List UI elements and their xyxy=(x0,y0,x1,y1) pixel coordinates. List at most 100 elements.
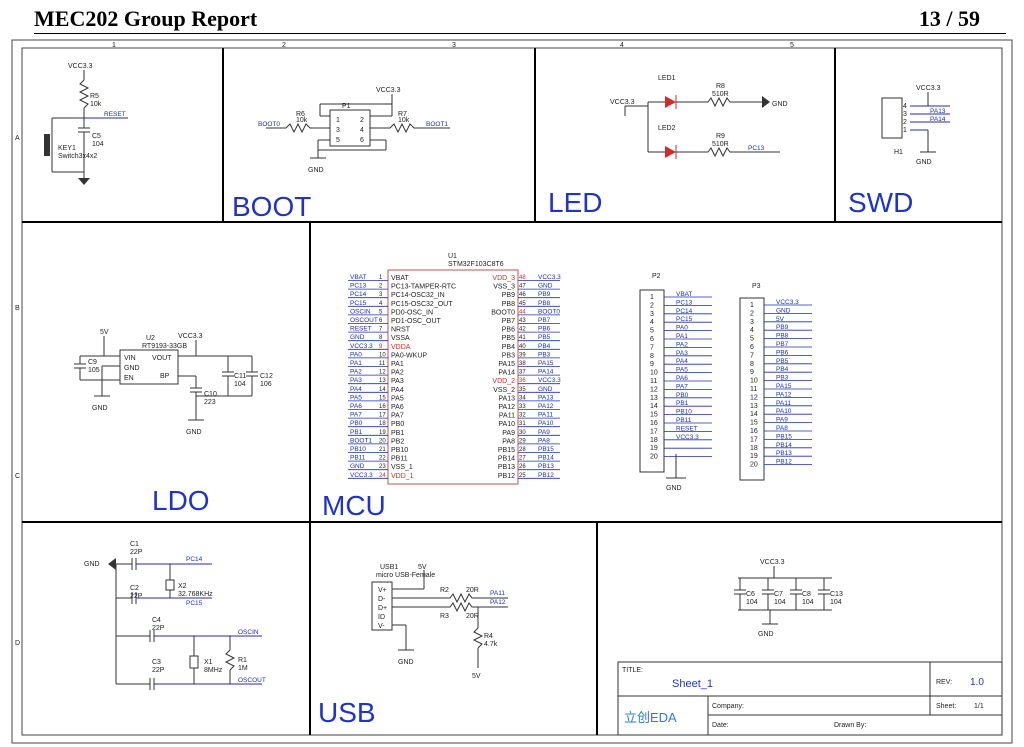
mcu-left-pin: 6 xyxy=(379,318,383,324)
boot1-net: BOOT1 xyxy=(426,121,448,128)
p2-net: PB1 xyxy=(676,400,689,407)
mcu-right-pin: 33 xyxy=(519,404,526,410)
p3-net: PA8 xyxy=(776,425,788,432)
p2-net: PA2 xyxy=(676,341,688,348)
p2-net: PA1 xyxy=(676,333,688,340)
svg-text:4.7k: 4.7k xyxy=(484,641,498,648)
mcu-right-pin: 32 xyxy=(519,413,526,419)
svg-text:2: 2 xyxy=(360,117,364,124)
svg-text:X2: X2 xyxy=(178,583,187,590)
decap-label: C13 xyxy=(830,591,843,598)
p3-net: PA15 xyxy=(776,383,792,390)
vcc-label: VCC3.3 xyxy=(178,333,203,340)
svg-text:1/1: 1/1 xyxy=(974,703,984,710)
mcu-left-pin-name: VSS_1 xyxy=(391,464,413,471)
p3-pin: 7 xyxy=(750,352,754,359)
decap-label: C7 xyxy=(774,591,783,598)
mcu-left-net: PA7 xyxy=(350,412,362,419)
p2-pin: 17 xyxy=(650,428,658,435)
svg-text:BP: BP xyxy=(160,373,170,380)
p3-pin: 13 xyxy=(750,403,758,410)
svg-text:VIN: VIN xyxy=(124,355,136,362)
col-mark: 2 xyxy=(282,42,286,49)
mcu-right-net: PB6 xyxy=(538,326,551,333)
svg-text:C3: C3 xyxy=(152,659,161,666)
p2-pin: 13 xyxy=(650,395,658,402)
led1-label: LED1 xyxy=(658,75,676,82)
svg-text:V+: V+ xyxy=(378,587,387,594)
mcu-left-pin-name: VDDA xyxy=(391,344,411,351)
mcu-right-pin: 29 xyxy=(519,438,526,444)
gnd-label: GND xyxy=(916,159,932,166)
svg-text:R1: R1 xyxy=(238,657,247,664)
led2-label: LED2 xyxy=(658,125,676,132)
svg-text:R2: R2 xyxy=(440,587,449,594)
sheet-title: Sheet_1 xyxy=(672,678,713,690)
svg-text:5: 5 xyxy=(336,137,340,144)
h1-label: H1 xyxy=(894,149,903,156)
p2-pin: 3 xyxy=(650,311,654,318)
p3-pin: 15 xyxy=(750,420,758,427)
eda-logo: 立创EDA xyxy=(624,710,677,725)
vcc-label: VCC3.3 xyxy=(68,63,93,70)
mcu-right-pin-name: PA13 xyxy=(498,395,515,402)
mcu-left-net: PA2 xyxy=(350,369,362,376)
section-swd-label: SWD xyxy=(848,187,913,218)
mcu-right-pin: 45 xyxy=(519,301,526,307)
mcu-right-pin: 35 xyxy=(519,387,526,393)
mcu-left-net: PA4 xyxy=(350,386,362,393)
svg-text:OSCOUT: OSCOUT xyxy=(238,677,266,684)
p2-label: P2 xyxy=(652,273,661,280)
p3-net: PB13 xyxy=(776,450,792,457)
pc13-net: PC13 xyxy=(748,145,765,152)
mcu-left-pin: 20 xyxy=(379,438,386,444)
p2-net: PC15 xyxy=(676,316,693,323)
vcc-label: VCC3.3 xyxy=(610,99,635,106)
p3-net: PA11 xyxy=(776,400,791,407)
mcu-right-net: PB3 xyxy=(538,351,551,358)
r5-label: R5 xyxy=(90,93,99,100)
svg-text:Company:: Company: xyxy=(712,703,744,710)
p3-net: PB7 xyxy=(776,341,789,348)
mcu-left-net: OSCIN xyxy=(350,308,371,315)
svg-text:5V: 5V xyxy=(472,673,481,680)
p3-pin: 5 xyxy=(750,336,754,343)
row-mark: B xyxy=(15,305,20,312)
svg-text:PC14: PC14 xyxy=(186,556,203,563)
p2-net: PA7 xyxy=(676,383,688,390)
mcu-right-pin: 39 xyxy=(519,352,526,358)
mcu-right-net: PB13 xyxy=(538,463,554,470)
p2-net: PA6 xyxy=(676,375,688,382)
mcu-left-pin: 23 xyxy=(379,464,386,470)
mcu-left-net: PA5 xyxy=(350,394,362,401)
mcu-left-net: PB1 xyxy=(350,429,363,436)
title-block: TITLE: Sheet_1 REV: 1.0 Company: Sheet: … xyxy=(617,661,1003,736)
mcu-left-pin: 17 xyxy=(379,413,386,419)
inner-frame xyxy=(21,47,1003,736)
p2-net: PB11 xyxy=(676,417,692,424)
decap-value: 104 xyxy=(830,599,842,606)
r8-value: 510R xyxy=(712,91,729,98)
mcu-right-pin: 40 xyxy=(519,344,526,350)
mcu-right-net: PA8 xyxy=(538,437,550,444)
mcu-left-net: PB11 xyxy=(350,455,366,462)
mcu-right-pin-name: PB6 xyxy=(502,327,515,334)
mcu-right-net: BOOT0 xyxy=(538,308,560,315)
r9-label: R9 xyxy=(716,133,725,140)
svg-text:22P: 22P xyxy=(152,625,165,632)
p3-pin: 3 xyxy=(750,319,754,326)
p2-pin: 10 xyxy=(650,370,658,377)
svg-text:20R: 20R xyxy=(466,587,479,594)
svg-text:micro USB-Female: micro USB-Female xyxy=(376,572,435,579)
mcu-left-pin-name: PB10 xyxy=(391,447,408,454)
svg-text:C4: C4 xyxy=(152,617,161,624)
mcu-left-pin-name: PA7 xyxy=(391,413,404,420)
mcu-left-pin: 12 xyxy=(379,370,386,376)
svg-text:20R: 20R xyxy=(466,613,479,620)
col-mark: 5 xyxy=(790,42,794,49)
svg-text:3: 3 xyxy=(336,127,340,134)
row-mark: D xyxy=(15,640,20,647)
mcu-left-net: VBAT xyxy=(350,274,367,281)
report-header: MEC202 Group Report 13 / 59 xyxy=(0,0,1024,36)
